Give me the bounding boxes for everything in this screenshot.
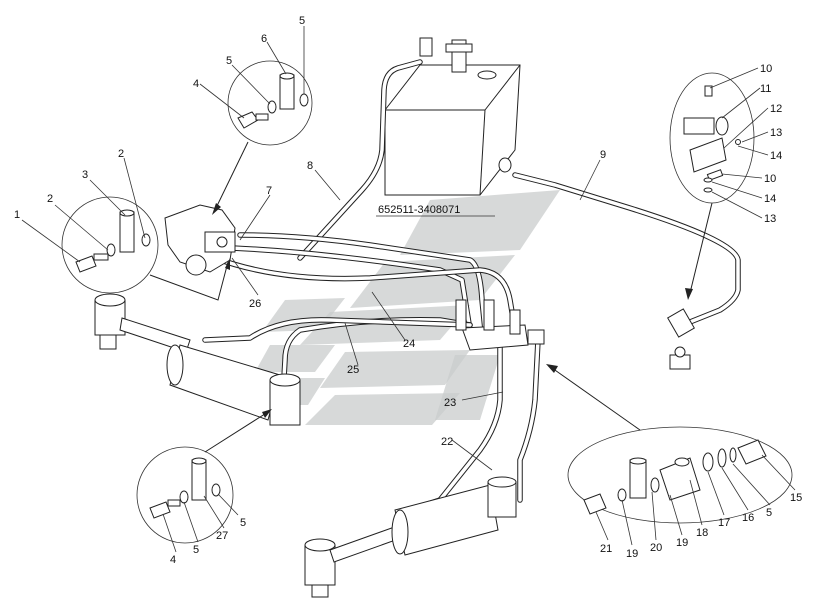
callout-21: 21 [600,543,612,555]
callout-5-right: 5 [766,507,772,519]
callout-19a: 19 [626,548,638,560]
callout-4-top: 4 [193,78,199,90]
detail-ellipse-upper-right [669,72,755,300]
callout-2a: 2 [47,193,53,205]
callout-4-bottom: 4 [170,554,176,566]
callout-26: 26 [249,298,261,310]
callout-11: 11 [760,83,771,95]
callout-5-bottom-a: 5 [193,544,199,556]
detail-circle-upper [212,60,313,215]
callout-13b: 13 [764,213,776,225]
callout-23: 23 [444,397,456,409]
detail-circle-lower [136,409,272,544]
hoses [202,59,741,513]
callout-5-top-a: 5 [226,55,232,67]
callout-5-bottom-b: 5 [240,517,246,529]
callout-20: 20 [650,542,662,554]
callout-13a: 13 [770,127,782,139]
lower-cylinder [304,476,517,598]
detail-circle-left [61,196,230,301]
callout-10b: 10 [764,173,776,185]
callout-24: 24 [403,338,415,350]
callout-12: 12 [770,103,782,115]
callout-3: 3 [82,169,88,181]
callout-6: 6 [261,33,267,45]
callout-18: 18 [696,527,708,539]
callout-8: 8 [307,160,313,172]
callout-14a: 14 [770,150,782,162]
part-number: 652511-3408071 [378,204,460,216]
callout-labels: 1 2 2 3 4 5 5 6 7 8 9 10 11 12 13 14 10 … [14,15,802,566]
callout-15: 15 [790,492,802,504]
callout-25: 25 [347,364,359,376]
detail-ellipse-lower-right [546,364,793,524]
upper-cylinder [94,293,301,426]
callout-17: 17 [718,517,730,529]
callout-1: 1 [14,209,20,221]
callout-9: 9 [600,149,606,161]
callout-14b: 14 [764,193,776,205]
leader-lines [21,26,796,553]
steering-valve [164,204,236,276]
callout-16: 16 [742,512,754,524]
callout-5-top-b: 5 [299,15,305,27]
return-fitting [667,308,695,370]
distributor-block [455,299,545,351]
watermark-logo [238,190,560,425]
callout-2b: 2 [118,148,124,160]
callout-22: 22 [441,436,453,448]
callout-7: 7 [266,185,272,197]
oil-tank [384,37,521,196]
callout-10a: 10 [760,63,772,75]
callout-27: 27 [216,530,228,542]
callout-19b: 19 [676,537,688,549]
